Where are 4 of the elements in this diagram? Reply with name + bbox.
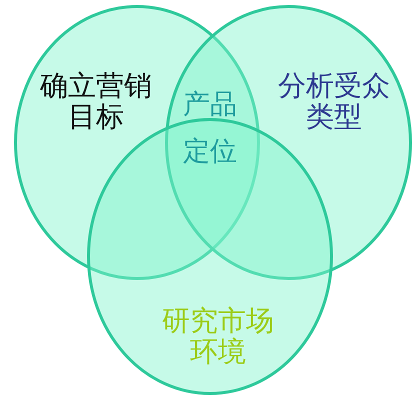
topic-label: 分析受众类型 — [277, 70, 391, 132]
topic-label: 研究市场环境 — [161, 305, 275, 367]
overlap-label: 产品定位 — [182, 88, 238, 169]
topic-label: 确立营销目标 — [39, 70, 153, 132]
